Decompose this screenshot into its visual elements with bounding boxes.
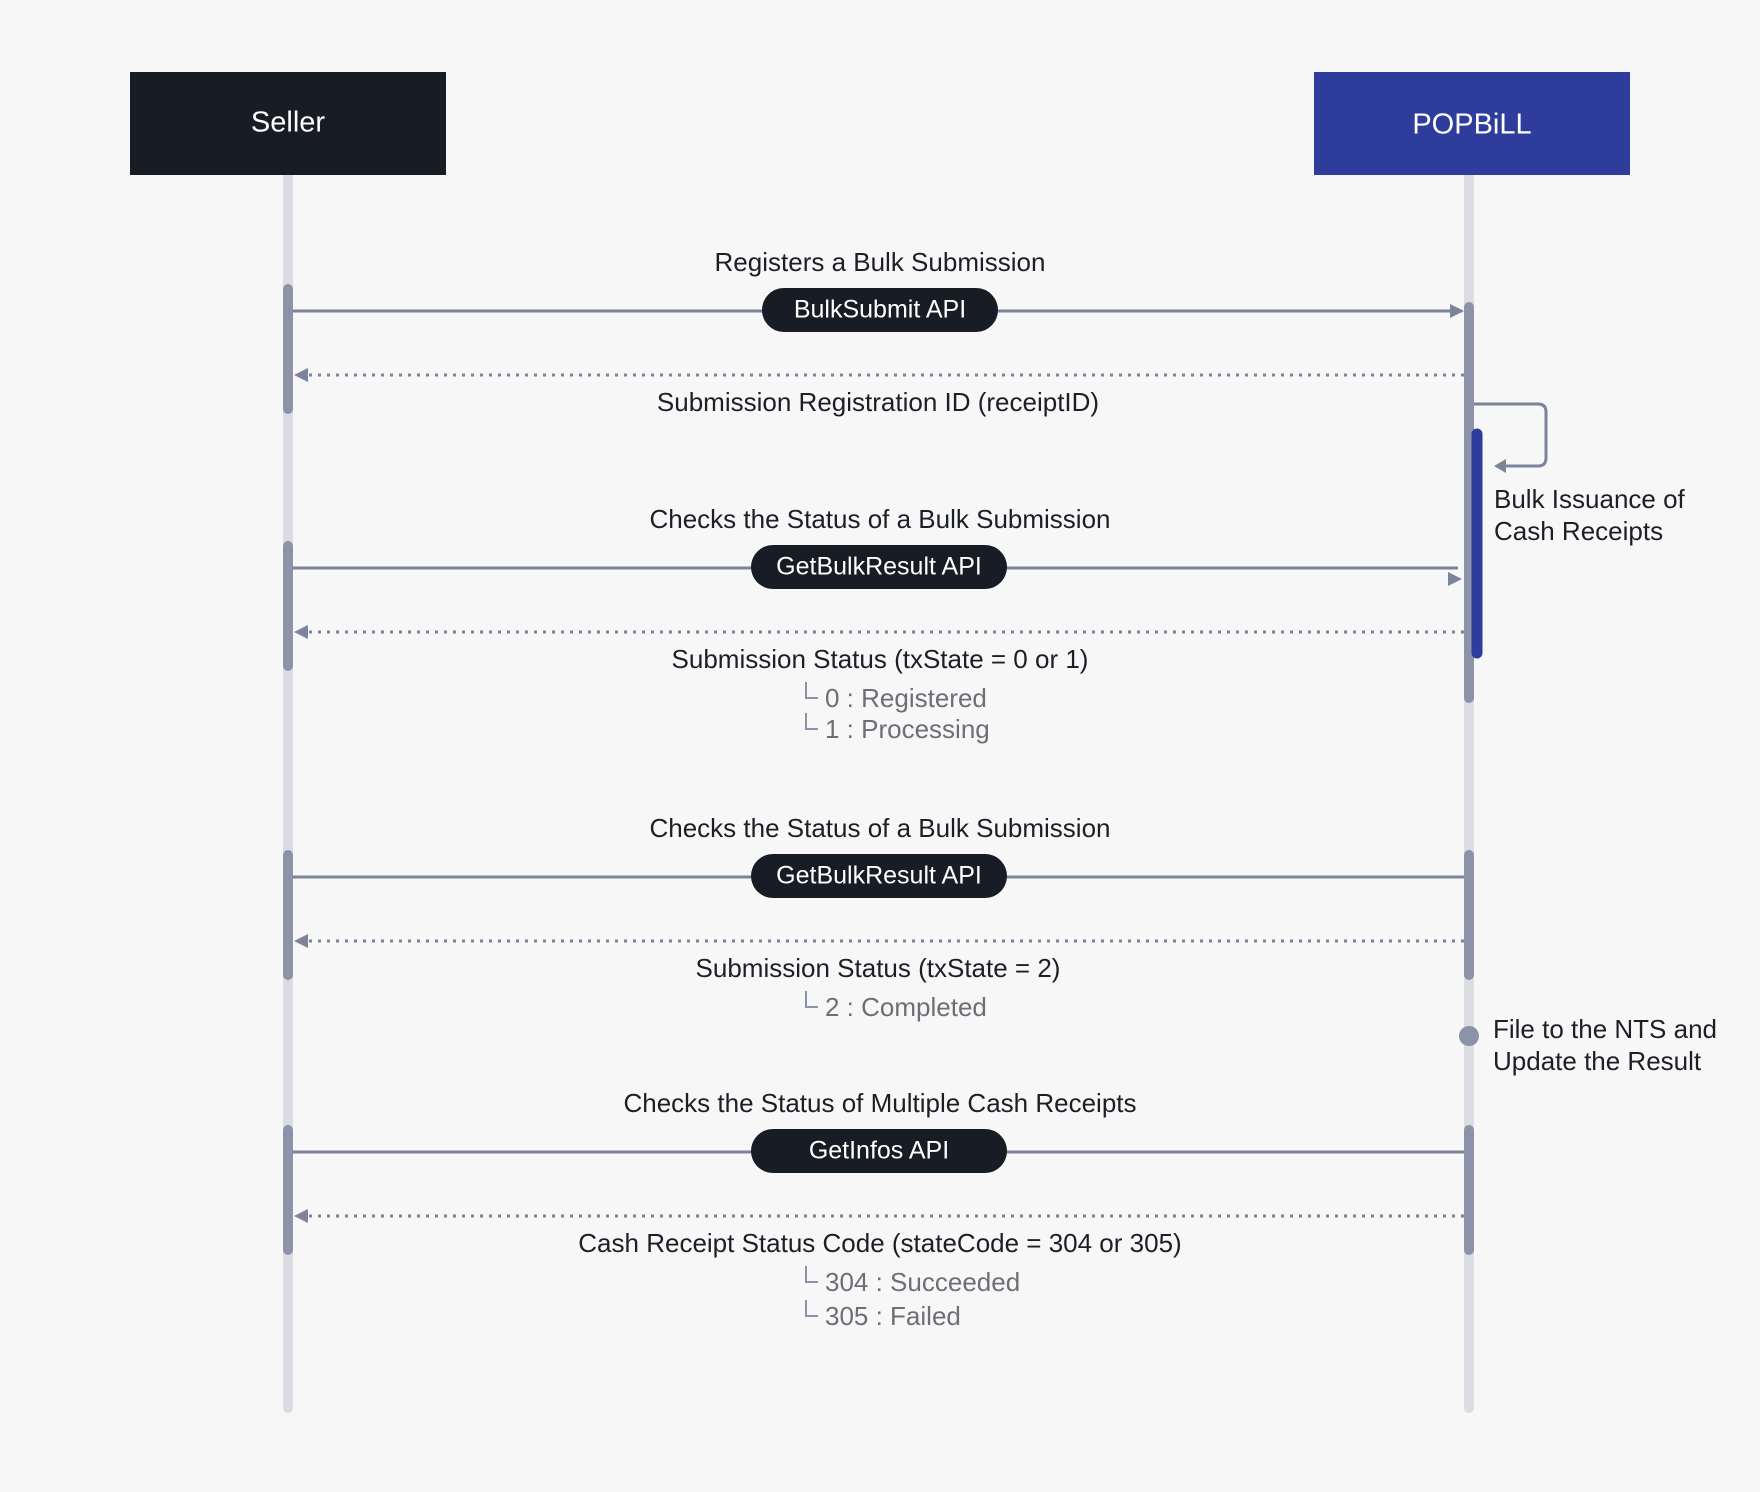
message-2-label: Checks the Status of a Bulk Submission — [649, 504, 1110, 534]
self-loop-arrowhead — [1494, 459, 1506, 473]
message-1-return-label: Submission Registration ID (receiptID) — [657, 387, 1099, 417]
nts-event-dot — [1459, 1026, 1479, 1046]
message-1-label: Registers a Bulk Submission — [715, 247, 1046, 277]
sub-item: 0 : Registered — [825, 683, 987, 713]
sub-item-connector — [805, 991, 818, 1008]
message-3-return-label: Submission Status (txState = 2) — [696, 953, 1061, 983]
seller-actor-label: Seller — [251, 107, 325, 139]
message-2-arrowhead — [1448, 572, 1462, 586]
getinfos-api-label: GetInfos API — [809, 1137, 949, 1165]
sub-item: 2 : Completed — [825, 992, 987, 1022]
sub-item-connector — [805, 1266, 818, 1283]
getbulkresult-api-pill-1 — [751, 545, 1007, 589]
message-4-label: Checks the Status of Multiple Cash Recei… — [623, 1088, 1136, 1118]
bulksubmit-api-pill — [762, 288, 998, 332]
sub-item: 1 : Processing — [825, 714, 990, 744]
popbill-actor-label: POPBiLL — [1412, 109, 1531, 141]
sub-item-connector — [805, 682, 818, 699]
seller-actor-box — [130, 72, 446, 175]
popbill-actor-box — [1314, 72, 1630, 175]
sub-item: 305 : Failed — [825, 1301, 961, 1331]
sub-item-connector — [805, 713, 818, 730]
bulk-issuance-note-line-2: Cash Receipts — [1494, 516, 1663, 546]
sub-item-connector — [805, 1300, 818, 1317]
getinfos-api-pill — [751, 1129, 1007, 1173]
message-2-return-label: Submission Status (txState = 0 or 1) — [672, 644, 1089, 674]
file-nts-note-line-1: File to the NTS and — [1493, 1014, 1717, 1044]
message-4-return-label: Cash Receipt Status Code (stateCode = 30… — [578, 1228, 1181, 1258]
file-nts-note-line-2: Update the Result — [1493, 1046, 1702, 1076]
sub-item: 304 : Succeeded — [825, 1267, 1020, 1297]
getbulkresult-api-label-1: GetBulkResult API — [776, 553, 982, 581]
getbulkresult-api-pill-2 — [751, 854, 1007, 898]
bulk-issuance-note-line-1: Bulk Issuance of — [1494, 484, 1686, 514]
bulksubmit-api-label: BulkSubmit API — [794, 296, 966, 324]
getbulkresult-api-label-2: GetBulkResult API — [776, 862, 982, 890]
message-3-label: Checks the Status of a Bulk Submission — [649, 813, 1110, 843]
self-loop-arrow — [1474, 402, 1548, 468]
